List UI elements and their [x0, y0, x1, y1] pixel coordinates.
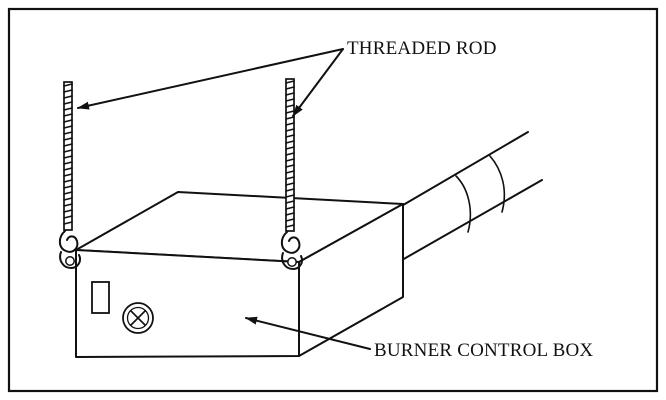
threaded-rod-left	[58, 81, 81, 269]
threaded-rod-label: THREADED ROD	[347, 38, 497, 59]
burner-control-box-callout	[245, 316, 371, 350]
burner-control-box-arrow	[245, 316, 371, 350]
indicator-window-icon	[91, 281, 110, 314]
reset-dial-icon	[122, 302, 154, 334]
vent-pipe	[397, 131, 543, 261]
threaded-rod-arrow-right	[292, 48, 344, 117]
threaded-rod-right	[280, 78, 303, 270]
burner-control-box	[75, 191, 404, 358]
threaded-rod-callout	[77, 48, 344, 117]
burner-control-box-label: BURNER CONTROL BOX	[374, 340, 593, 361]
figure-border	[7, 7, 659, 393]
threaded-rod-arrow-left	[77, 48, 344, 110]
